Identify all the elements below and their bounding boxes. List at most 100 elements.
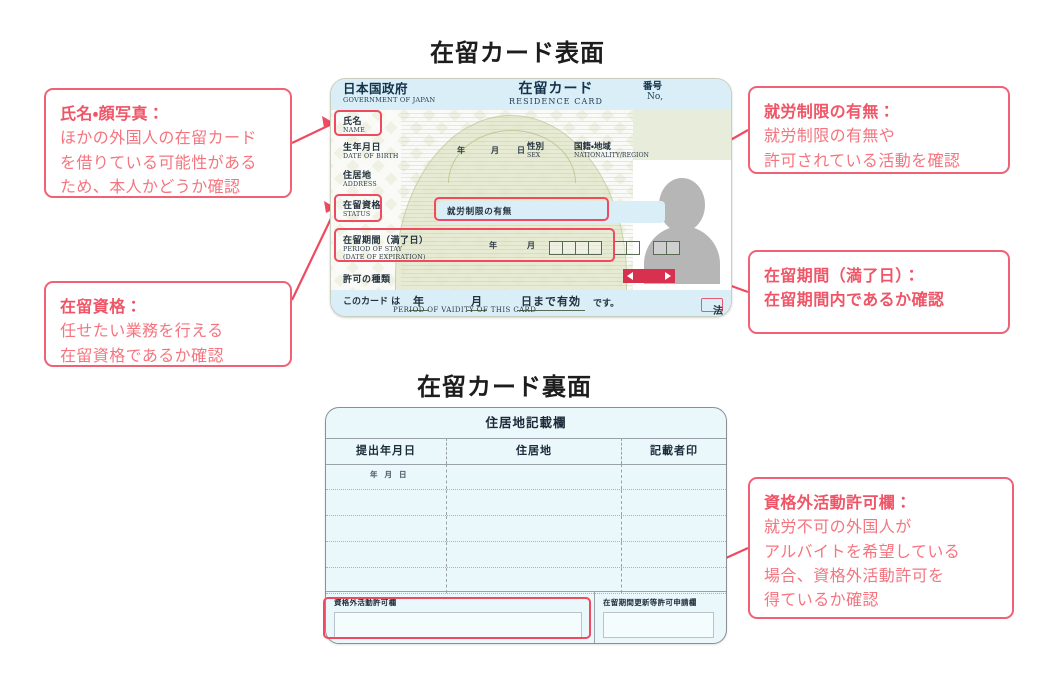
back-section-title: 在留カード裏面 bbox=[417, 373, 592, 401]
field-period-en2: (DATE OF EXPIRATION) bbox=[343, 253, 426, 261]
row-cell-address bbox=[446, 568, 621, 593]
period-box bbox=[588, 240, 602, 255]
card-number-label-en: No, bbox=[647, 92, 664, 103]
field-period-en: PERIOD OF STAY bbox=[343, 246, 403, 254]
field-permission-type: 許可の種類 bbox=[343, 275, 391, 285]
card-name: 在留カード RESIDENCE CARD bbox=[481, 81, 631, 106]
callout-name-photo-line-3: ため、本人かどうか確認 bbox=[60, 176, 241, 196]
callout-status-line-1: 任せたい業務を行える bbox=[60, 321, 224, 341]
field-nationality: 国籍・地域 NATIONALITY/REGION bbox=[574, 142, 649, 160]
callout-work-restriction-line-2: 許可されている活動を確認 bbox=[764, 150, 961, 170]
card-name-en: RESIDENCE CARD bbox=[509, 97, 603, 107]
card-number-label: 番号 No, bbox=[643, 81, 664, 103]
field-nationality-en: NATIONALITY/REGION bbox=[574, 152, 649, 160]
table-row bbox=[326, 490, 726, 516]
person-silhouette-head-icon bbox=[659, 178, 705, 232]
field-name: 氏名 NAME bbox=[343, 117, 365, 135]
validity-day: 日まで有効 bbox=[517, 293, 585, 311]
highlight-period-of-stay bbox=[334, 228, 615, 262]
row-cell-address bbox=[446, 464, 621, 489]
row-cell-date: 年月日 bbox=[326, 464, 446, 489]
field-name-en: NAME bbox=[343, 127, 365, 135]
card-name-ja: 在留カード bbox=[518, 81, 594, 97]
field-status-en: STATUS bbox=[343, 211, 371, 219]
callout-status-heading: 在留資格： bbox=[60, 297, 143, 316]
callout-work-restriction: 就労制限の有無： 就労制限の有無や 許可されている活動を確認 bbox=[748, 86, 1010, 174]
dob-month-mark: 月 bbox=[491, 146, 499, 155]
row-cell-address bbox=[446, 516, 621, 541]
table-row bbox=[326, 516, 726, 542]
period-day-boxes bbox=[653, 237, 680, 256]
row-cell-address bbox=[446, 542, 621, 567]
dob-year-mark: 年 bbox=[457, 146, 465, 155]
row-cell-date bbox=[326, 542, 446, 567]
callout-work-restriction-heading: 就労制限の有無： bbox=[764, 102, 896, 121]
row-year-mark: 年 bbox=[370, 470, 385, 479]
field-address-en: ADDRESS bbox=[343, 181, 377, 189]
callout-extra-activity-line-3: 場合、資格外活動許可を bbox=[764, 565, 945, 585]
government-label: 日本国政府 GOVERNMENT OF JAPAN bbox=[343, 82, 435, 104]
table-row bbox=[326, 542, 726, 568]
row-day-mark: 日 bbox=[399, 470, 414, 479]
period-month-mark: 月 bbox=[527, 241, 535, 250]
callout-period-heading: 在留期間（満了日）： bbox=[764, 266, 921, 285]
period-box bbox=[613, 240, 627, 255]
callout-name-photo: 氏名・顔写真： ほかの外国人の在留カード を借りている可能性がある ため、本人か… bbox=[44, 88, 292, 198]
field-period-ja: 在留期間（満了日） bbox=[343, 236, 429, 246]
period-month-boxes bbox=[613, 237, 640, 256]
minister-seal-icon bbox=[701, 298, 723, 312]
field-sex-ja: 性別 bbox=[527, 142, 545, 152]
highlight-status-field bbox=[334, 194, 382, 222]
government-label-en: GOVERNMENT OF JAPAN bbox=[343, 95, 436, 104]
validity-suffix: です。 bbox=[593, 299, 620, 309]
row-cell-seal bbox=[621, 568, 726, 593]
card-header-band bbox=[331, 79, 731, 110]
extra-activity-permission-input[interactable] bbox=[334, 612, 582, 638]
callout-extra-activity-heading: 資格外活動許可欄： bbox=[764, 493, 912, 512]
validity-band: このカード は 年 月 日まで有効 です。 PERIOD OF VAIDITY … bbox=[331, 290, 731, 316]
period-year-boxes bbox=[549, 237, 602, 256]
column-header-registrar-seal: 記載者印 bbox=[621, 438, 726, 464]
red-ribbon-marker bbox=[623, 269, 675, 283]
column-header-submit-date: 提出年月日 bbox=[356, 444, 416, 457]
highlight-name-field bbox=[334, 110, 382, 136]
row-ymd-marks: 年月日 bbox=[370, 469, 414, 480]
field-sex-en: SEX bbox=[527, 152, 541, 160]
extra-activity-permission-section: 資格外活動許可欄 bbox=[326, 592, 594, 643]
validity-en: PERIOD OF VAIDITY OF THIS CARD bbox=[393, 306, 537, 314]
row-cell-seal bbox=[621, 490, 726, 515]
row-cell-seal bbox=[621, 542, 726, 567]
field-status-ja: 在留資格 bbox=[343, 201, 382, 211]
renewal-application-input[interactable] bbox=[603, 612, 714, 638]
validity-month: 月 bbox=[467, 293, 487, 311]
validity-year: 年 bbox=[409, 293, 429, 311]
photo-top-band bbox=[633, 110, 731, 160]
callout-status-line-2: 在留資格であるか確認 bbox=[60, 345, 224, 365]
row-cell-date bbox=[326, 568, 446, 593]
field-sex: 性別 SEX bbox=[527, 142, 545, 160]
back-card-title: 住居地記載欄 bbox=[326, 408, 726, 439]
callout-name-photo-line-2: を借りている可能性がある bbox=[60, 152, 257, 172]
row-cell-date bbox=[326, 516, 446, 541]
table-row bbox=[326, 568, 726, 594]
period-box bbox=[653, 240, 667, 255]
row-cell-seal bbox=[621, 464, 726, 489]
row-cell-seal bbox=[621, 516, 726, 541]
column-header-address: 住居地 bbox=[446, 438, 621, 464]
callout-name-photo-heading: 氏名・顔写真： bbox=[60, 104, 165, 123]
face-photo-area bbox=[633, 110, 731, 290]
front-section-title: 在留カード表面 bbox=[430, 39, 605, 67]
field-permission-type-ja: 許可の種類 bbox=[343, 275, 391, 285]
back-card-bottom: 資格外活動許可欄 在留期間更新等許可申請欄 bbox=[326, 591, 726, 643]
field-name-ja: 氏名 bbox=[343, 117, 363, 127]
field-address: 住居地 ADDRESS bbox=[343, 171, 377, 189]
field-address-ja: 住居地 bbox=[343, 171, 372, 181]
row-cell-address bbox=[446, 490, 621, 515]
residence-card-back: 住居地記載欄 提出年月日 住居地 記載者印 年月日 資格外活動許可欄 bbox=[325, 407, 727, 644]
government-label-ja: 日本国政府 bbox=[343, 81, 409, 96]
callout-work-restriction-line-1: 就労制限の有無や bbox=[764, 126, 896, 146]
field-dob-en: DATE OF BIRTH bbox=[343, 153, 399, 161]
minister-label: 法務大臣 bbox=[713, 306, 724, 317]
card-number-label-ja: 番号 bbox=[643, 81, 663, 92]
field-dob-ja: 生年月日 bbox=[343, 143, 382, 153]
